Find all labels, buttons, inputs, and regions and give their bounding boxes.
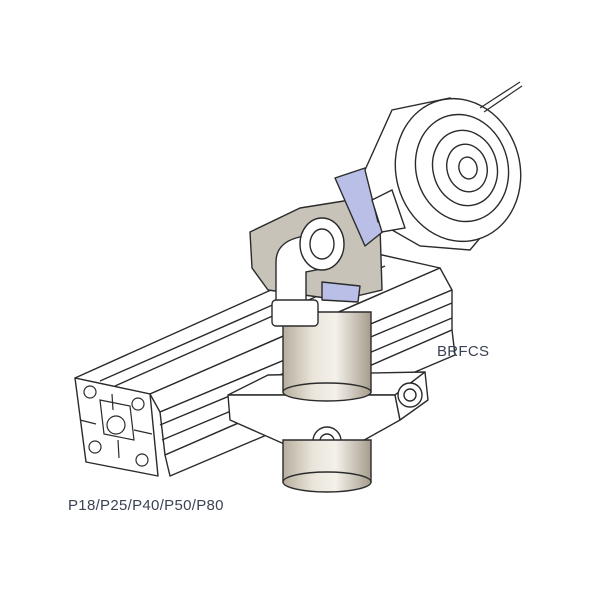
profile-series-label: P18/P25/P40/P50/P80	[68, 497, 224, 514]
profile-end-face	[80, 386, 152, 466]
cable-wire	[480, 82, 522, 112]
part-name-label: BRFCS	[437, 343, 490, 360]
elbow-fitting	[272, 218, 344, 326]
pulley-wheel	[365, 84, 537, 255]
